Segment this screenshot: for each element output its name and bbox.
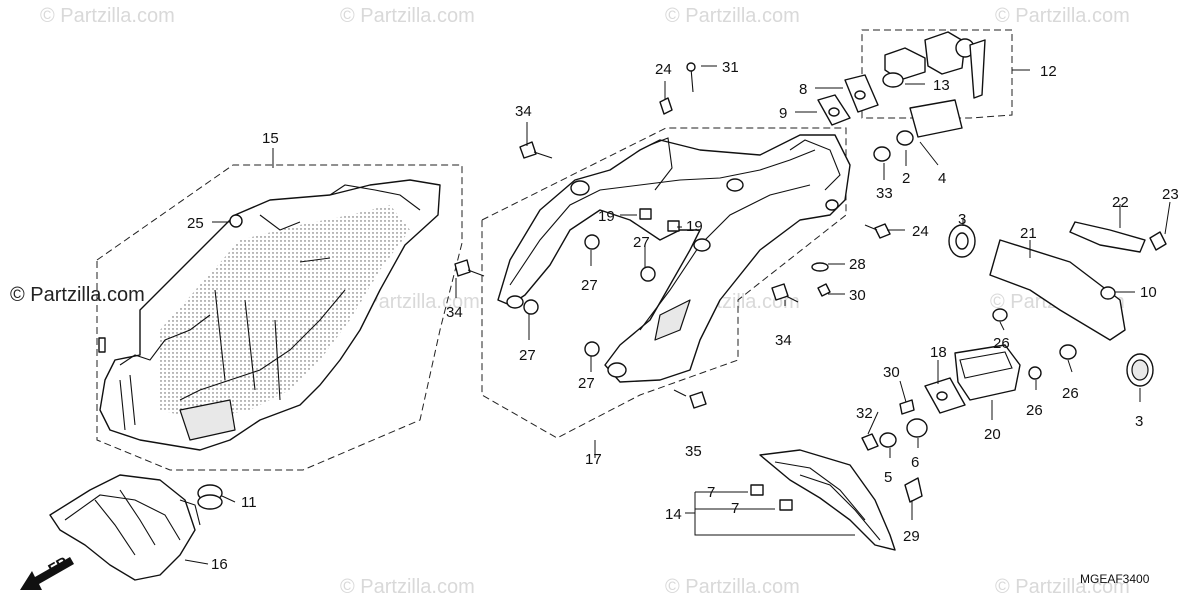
- callout-number: 24: [912, 223, 929, 240]
- seat-lock-set-part: [882, 31, 986, 99]
- callout-number: 2: [902, 170, 910, 187]
- callout-number: 20: [984, 426, 1001, 443]
- callout-number: 13: [933, 77, 950, 94]
- rear-frame-part: [497, 134, 851, 383]
- front-direction-arrow: FR.: [20, 552, 75, 590]
- callout-number: 29: [903, 528, 920, 545]
- rear-frame-group-box: [481, 127, 847, 439]
- leader-lines: [184, 65, 1171, 565]
- callout-number: 6: [911, 454, 919, 471]
- callout-number: 31: [722, 59, 739, 76]
- callout-number: 26: [1062, 385, 1079, 402]
- rear-fender-group-box: [96, 164, 463, 471]
- callout-number: 11: [241, 494, 257, 511]
- callout-number: 7: [731, 500, 739, 517]
- frame-hardware: [229, 62, 891, 409]
- pad-part: [873, 99, 963, 162]
- callout-number: 27: [633, 234, 650, 251]
- callout-number: 4: [938, 170, 946, 187]
- splash-guard-part: [49, 474, 201, 581]
- callout-number: 30: [883, 364, 900, 381]
- watermark-text: © Partzilla.com: [665, 5, 800, 27]
- callout-number: 25: [187, 215, 204, 232]
- callout-number: 22: [1112, 194, 1129, 211]
- grommet-part: [197, 484, 223, 510]
- watermark-text: © Partzilla.com: [40, 5, 175, 27]
- callout-number: 26: [993, 335, 1010, 352]
- lock-bracket-parts: [817, 74, 879, 126]
- watermark-text: © Partzilla.com: [995, 576, 1130, 598]
- callout-number: 35: [685, 443, 702, 460]
- callout-number: 27: [519, 347, 536, 364]
- watermark-text: © Partzilla.com: [665, 576, 800, 598]
- plate-bracket-part: [750, 449, 896, 551]
- callout-number: 19: [686, 218, 703, 235]
- license-light-part: [954, 344, 1021, 401]
- callout-number: 23: [1162, 186, 1179, 203]
- callout-number: 34: [515, 103, 532, 120]
- callout-number: 27: [581, 277, 598, 294]
- callout-number: 30: [849, 287, 866, 304]
- callout-number: 21: [1020, 225, 1037, 242]
- callout-number: 7: [707, 484, 715, 501]
- reflector-parts: [948, 224, 1154, 387]
- callout-number: 28: [849, 256, 866, 273]
- watermark-text: © Partzilla.com: [340, 576, 475, 598]
- watermark-text: © Partzilla.com: [340, 5, 475, 27]
- callout-number: 9: [779, 105, 787, 122]
- callout-number: 33: [876, 185, 893, 202]
- callout-number: 19: [598, 208, 615, 225]
- callout-number: 16: [211, 556, 228, 573]
- watermark-side-text: © Partzilla.com: [10, 284, 145, 306]
- license-bracket-part: [989, 221, 1167, 380]
- diagram-code: MGEAF3400: [1080, 572, 1150, 586]
- callout-number: 34: [775, 332, 792, 349]
- callout-number: 3: [958, 211, 966, 228]
- callout-number: 3: [1135, 413, 1143, 430]
- callout-number: 17: [585, 451, 602, 468]
- callout-number: 5: [884, 469, 892, 486]
- callout-number: 26: [1026, 402, 1043, 419]
- callout-layer: 15 25 11 16 34 34 19 19 27 27 27 27 17 2…: [187, 59, 1179, 573]
- callout-number: 14: [665, 506, 682, 523]
- callout-number: 18: [930, 344, 947, 361]
- rear-fender-part: [98, 179, 441, 451]
- light-socket-parts: [861, 377, 966, 503]
- callout-number: 32: [856, 405, 873, 422]
- callout-number: 27: [578, 375, 595, 392]
- callout-number: 10: [1140, 284, 1157, 301]
- callout-number: 34: [446, 304, 463, 321]
- callout-number: 12: [1040, 63, 1057, 80]
- watermark-text: © Partzilla.com: [995, 5, 1130, 27]
- callout-number: 15: [262, 130, 279, 147]
- callout-number: 24: [655, 61, 672, 78]
- callout-number: 8: [799, 81, 807, 98]
